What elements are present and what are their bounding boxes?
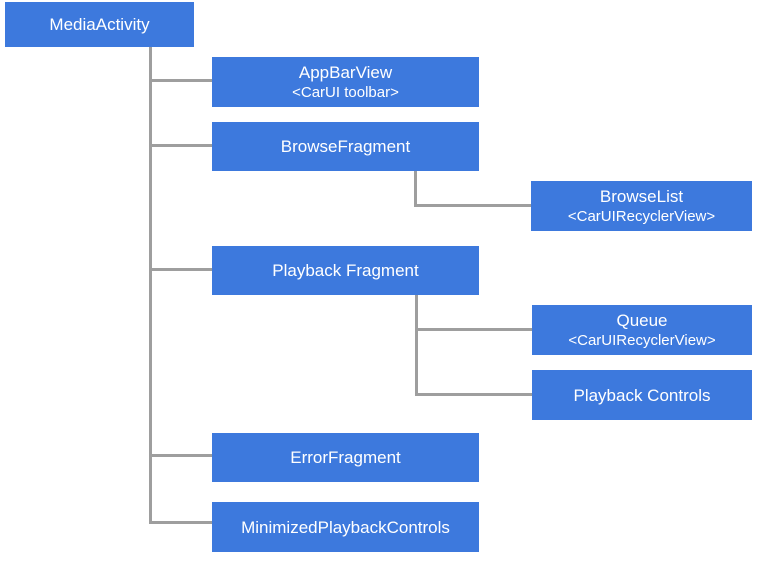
connector-trunk-media-activity bbox=[149, 47, 152, 524]
node-browse-list-label: BrowseList bbox=[599, 187, 684, 206]
connector-drop-playback-fragment bbox=[415, 295, 418, 396]
node-error-fragment: ErrorFragment bbox=[212, 433, 479, 482]
node-app-bar-view-sublabel: <CarUI toolbar> bbox=[292, 84, 399, 101]
connector-branch-app-bar-view bbox=[149, 79, 212, 82]
node-queue: Queue <CarUIRecyclerView> bbox=[532, 305, 752, 355]
connector-branch-playback-controls bbox=[415, 393, 532, 396]
node-browse-fragment: BrowseFragment bbox=[212, 122, 479, 171]
node-queue-label: Queue bbox=[616, 311, 668, 330]
node-playback-fragment: Playback Fragment bbox=[212, 246, 479, 295]
node-browse-fragment-label: BrowseFragment bbox=[280, 137, 411, 156]
node-error-fragment-label: ErrorFragment bbox=[290, 448, 401, 467]
node-media-activity-label: MediaActivity bbox=[49, 15, 150, 34]
connector-branch-browse-list bbox=[414, 204, 531, 207]
node-browse-list: BrowseList <CarUIRecyclerView> bbox=[531, 181, 752, 231]
node-minimized-playback-controls-label: MinimizedPlaybackControls bbox=[241, 517, 450, 537]
node-playback-controls: Playback Controls bbox=[532, 370, 752, 420]
node-browse-list-sublabel: <CarUIRecyclerView> bbox=[567, 208, 716, 225]
node-playback-controls-label: Playback Controls bbox=[573, 385, 711, 405]
node-app-bar-view: AppBarView <CarUI toolbar> bbox=[212, 57, 479, 107]
connector-branch-browse-fragment bbox=[149, 144, 212, 147]
connector-branch-playback-fragment bbox=[149, 268, 212, 271]
node-app-bar-view-label: AppBarView bbox=[298, 63, 393, 82]
connector-branch-minimized-playback-controls bbox=[149, 521, 212, 524]
node-queue-sublabel: <CarUIRecyclerView> bbox=[568, 332, 716, 349]
node-minimized-playback-controls: MinimizedPlaybackControls bbox=[212, 502, 479, 552]
connector-drop-browse-fragment bbox=[414, 171, 417, 207]
node-playback-fragment-label: Playback Fragment bbox=[272, 261, 419, 280]
node-media-activity: MediaActivity bbox=[5, 2, 194, 47]
connector-branch-queue bbox=[415, 328, 532, 331]
connector-branch-error-fragment bbox=[149, 454, 212, 457]
